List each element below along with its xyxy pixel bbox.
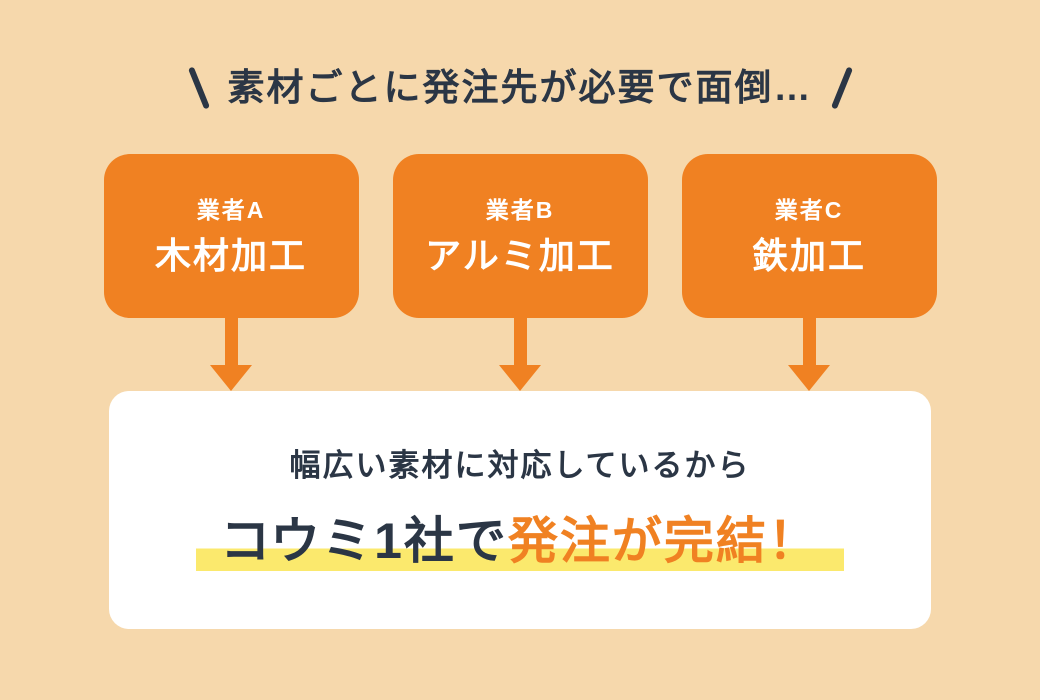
down-arrow-icon	[682, 318, 937, 391]
vendor-service: アルミ加工	[425, 234, 615, 276]
result-box: 幅広い素材に対応しているから コウミ1社で発注が完結！	[109, 391, 931, 629]
result-highlight-text: コウミ1社で発注が完結！	[196, 511, 844, 571]
vendor-label: 業者C	[774, 196, 844, 223]
vendor-box-b: 業者B アルミ加工	[392, 154, 648, 318]
title-row: 素材ごとに発注先が必要で面倒…	[187, 60, 853, 116]
vendor-label: 業者A	[196, 196, 266, 223]
result-accent-text: 発注が完結！	[507, 512, 820, 569]
backslash-mark-icon	[187, 66, 210, 110]
vendor-label: 業者B	[485, 196, 555, 223]
down-arrow-icon	[393, 318, 648, 391]
vendor-boxes-row: 業者A 木材加工 業者B アルミ加工 業者C 鉄加工	[103, 154, 937, 318]
arrows-row	[104, 318, 937, 391]
result-reason-text: 幅広い素材に対応しているから	[289, 448, 751, 484]
page-title: 素材ごとに発注先が必要で面倒…	[227, 66, 813, 108]
vendor-box-c: 業者C 鉄加工	[681, 154, 937, 318]
vendor-service: 木材加工	[154, 234, 307, 276]
result-company-text: コウミ1社で	[220, 512, 508, 569]
down-arrow-icon	[104, 318, 359, 391]
vendor-box-a: 業者A 木材加工	[103, 154, 359, 318]
slash-mark-icon	[830, 66, 853, 110]
vendor-service: 鉄加工	[751, 234, 866, 276]
